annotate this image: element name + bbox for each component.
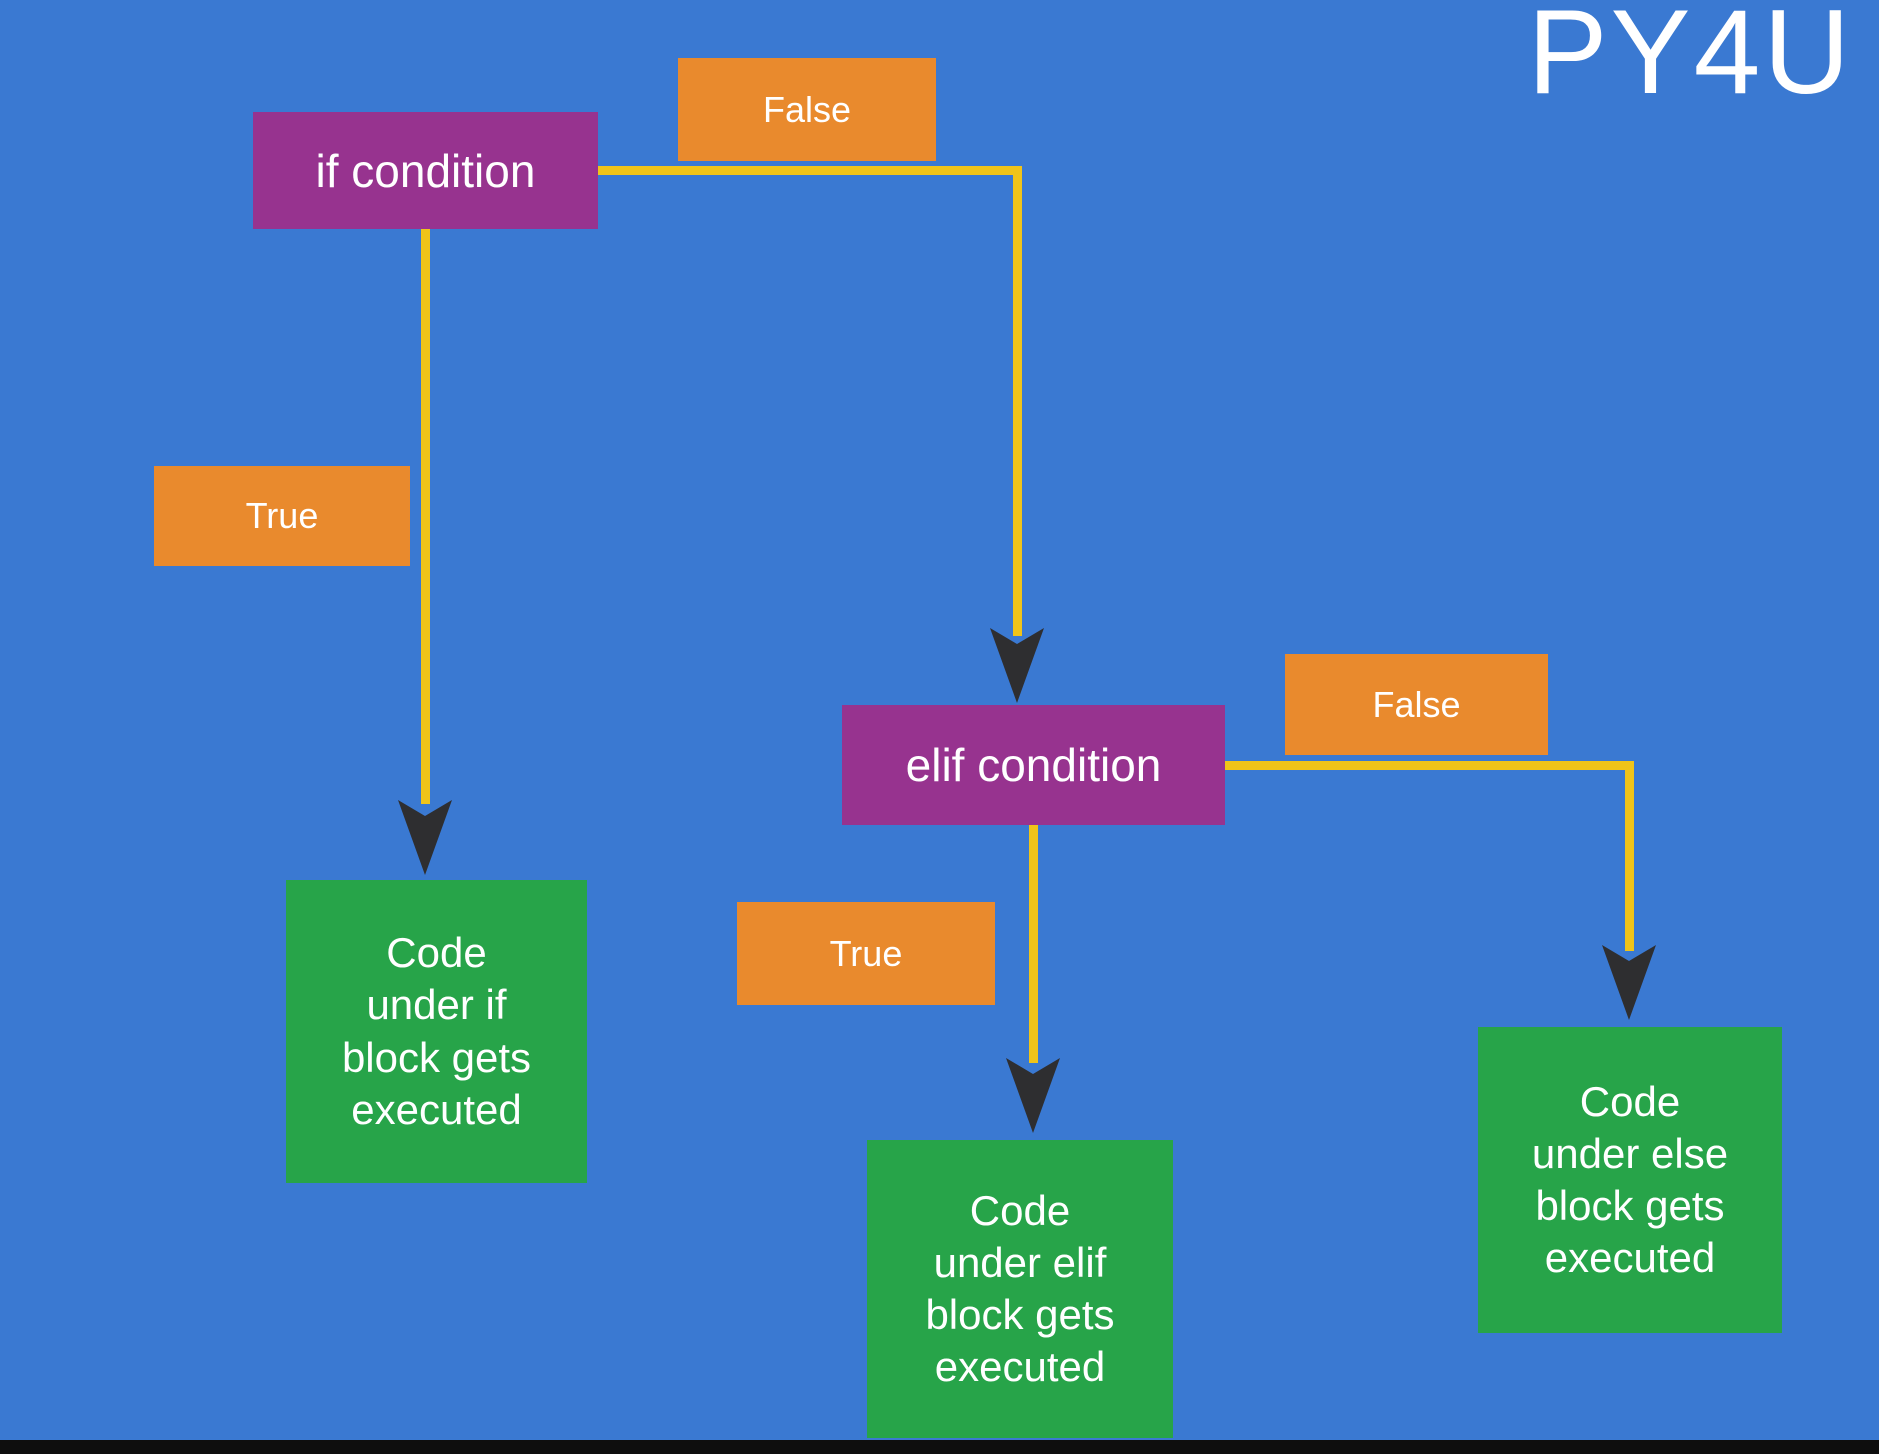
- arrow-down-icon: [1602, 945, 1656, 1020]
- arrow-down-icon: [398, 800, 452, 875]
- node-code-under-if: Code under if block gets executed: [286, 880, 587, 1183]
- branch-label-if-false: False: [678, 58, 936, 161]
- node-if-condition: if condition: [253, 112, 598, 229]
- node-elif-condition: elif condition: [842, 705, 1225, 825]
- node-code-under-elif: Code under elif block gets executed: [867, 1140, 1173, 1438]
- branch-label-elif-false: False: [1285, 654, 1548, 755]
- connector-if-false-horizontal: [598, 166, 1022, 175]
- brand-logo: PY4U: [1527, 0, 1853, 119]
- arrow-down-icon: [1006, 1058, 1060, 1133]
- branch-label-if-true: True: [154, 466, 410, 566]
- connector-elif-true-vertical: [1029, 825, 1038, 1063]
- connector-elif-false-horizontal: [1225, 761, 1634, 770]
- bottom-black-bar: [0, 1440, 1879, 1454]
- connector-if-false-vertical: [1013, 166, 1022, 636]
- arrow-down-icon: [990, 628, 1044, 703]
- connector-elif-false-vertical: [1625, 761, 1634, 951]
- branch-label-elif-true: True: [737, 902, 995, 1005]
- node-code-under-else: Code under else block gets executed: [1478, 1027, 1782, 1333]
- connector-if-true-vertical: [421, 229, 430, 804]
